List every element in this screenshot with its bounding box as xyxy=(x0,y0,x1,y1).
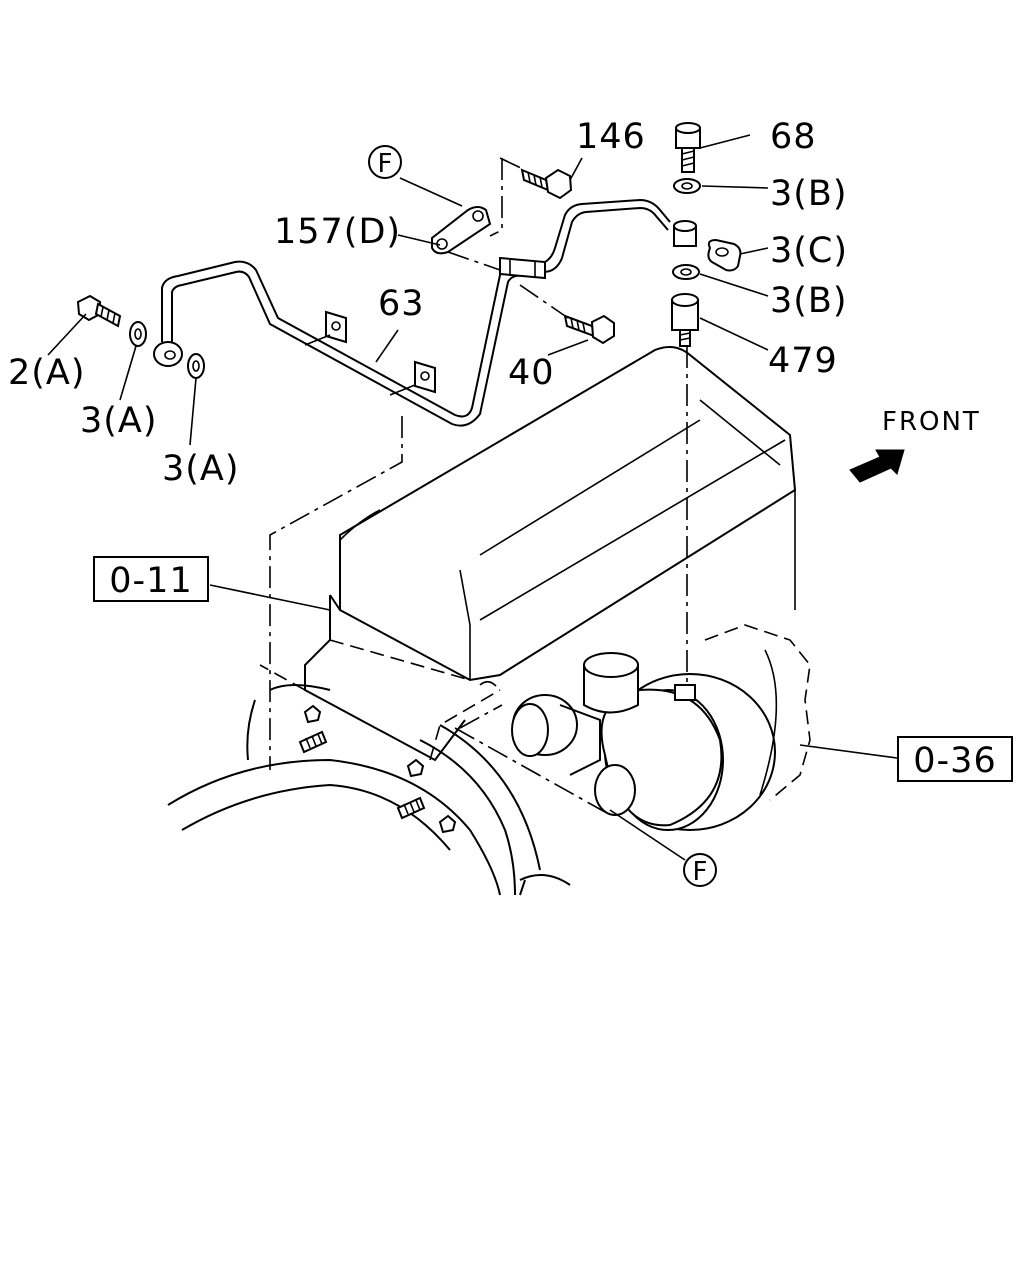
leader-lines xyxy=(47,134,898,861)
label-3b-bottom: 3(B) xyxy=(770,281,848,321)
bolt-68 xyxy=(675,122,701,173)
bolt-2a xyxy=(76,294,122,328)
front-indicator: FRONT xyxy=(849,407,981,483)
label-3b-top: 3(B) xyxy=(770,174,848,214)
reference-box-0-36-label: 0-36 xyxy=(913,741,996,781)
label-40: 40 xyxy=(508,353,555,393)
engine-assembly xyxy=(167,345,797,896)
callout-f-top: F xyxy=(368,145,402,179)
washer-3b-top xyxy=(673,178,701,194)
label-2a: 2(A) xyxy=(8,353,86,393)
bracket-157d xyxy=(431,206,492,255)
bolt-40 xyxy=(563,314,615,345)
stud-lower xyxy=(396,796,426,820)
bolt-146 xyxy=(520,168,573,200)
reference-box-0-36[interactable]: 0-36 xyxy=(897,736,1013,782)
washer-3a-right xyxy=(187,353,205,379)
washer-3a-left xyxy=(129,321,147,347)
banjo-fitting-left xyxy=(153,341,183,367)
turbo-assembly xyxy=(511,624,811,896)
label-63: 63 xyxy=(378,284,425,324)
front-arrow-icon xyxy=(849,449,905,483)
nut-2 xyxy=(406,758,425,778)
label-3c: 3(C) xyxy=(770,231,848,271)
svg-text:F: F xyxy=(378,149,393,179)
oil-pipe xyxy=(153,198,697,427)
reference-box-0-11-label: 0-11 xyxy=(109,561,192,601)
adapter-479 xyxy=(671,293,699,347)
washer-3b-bottom xyxy=(672,264,700,280)
label-3a-right: 3(A) xyxy=(162,449,240,489)
front-label: FRONT xyxy=(882,407,981,437)
label-157d: 157(D) xyxy=(274,212,401,252)
reference-box-0-11[interactable]: 0-11 xyxy=(93,556,209,602)
label-3a-left: 3(A) xyxy=(80,401,158,441)
stud-upper xyxy=(298,730,328,754)
label-146: 146 xyxy=(576,117,646,157)
nut-1 xyxy=(303,704,322,724)
callout-f-bottom: F xyxy=(683,853,717,887)
nut-3 xyxy=(438,814,457,834)
svg-text:F: F xyxy=(693,857,708,887)
label-68: 68 xyxy=(770,117,817,157)
label-479: 479 xyxy=(768,341,838,381)
washer-3c xyxy=(707,238,742,272)
